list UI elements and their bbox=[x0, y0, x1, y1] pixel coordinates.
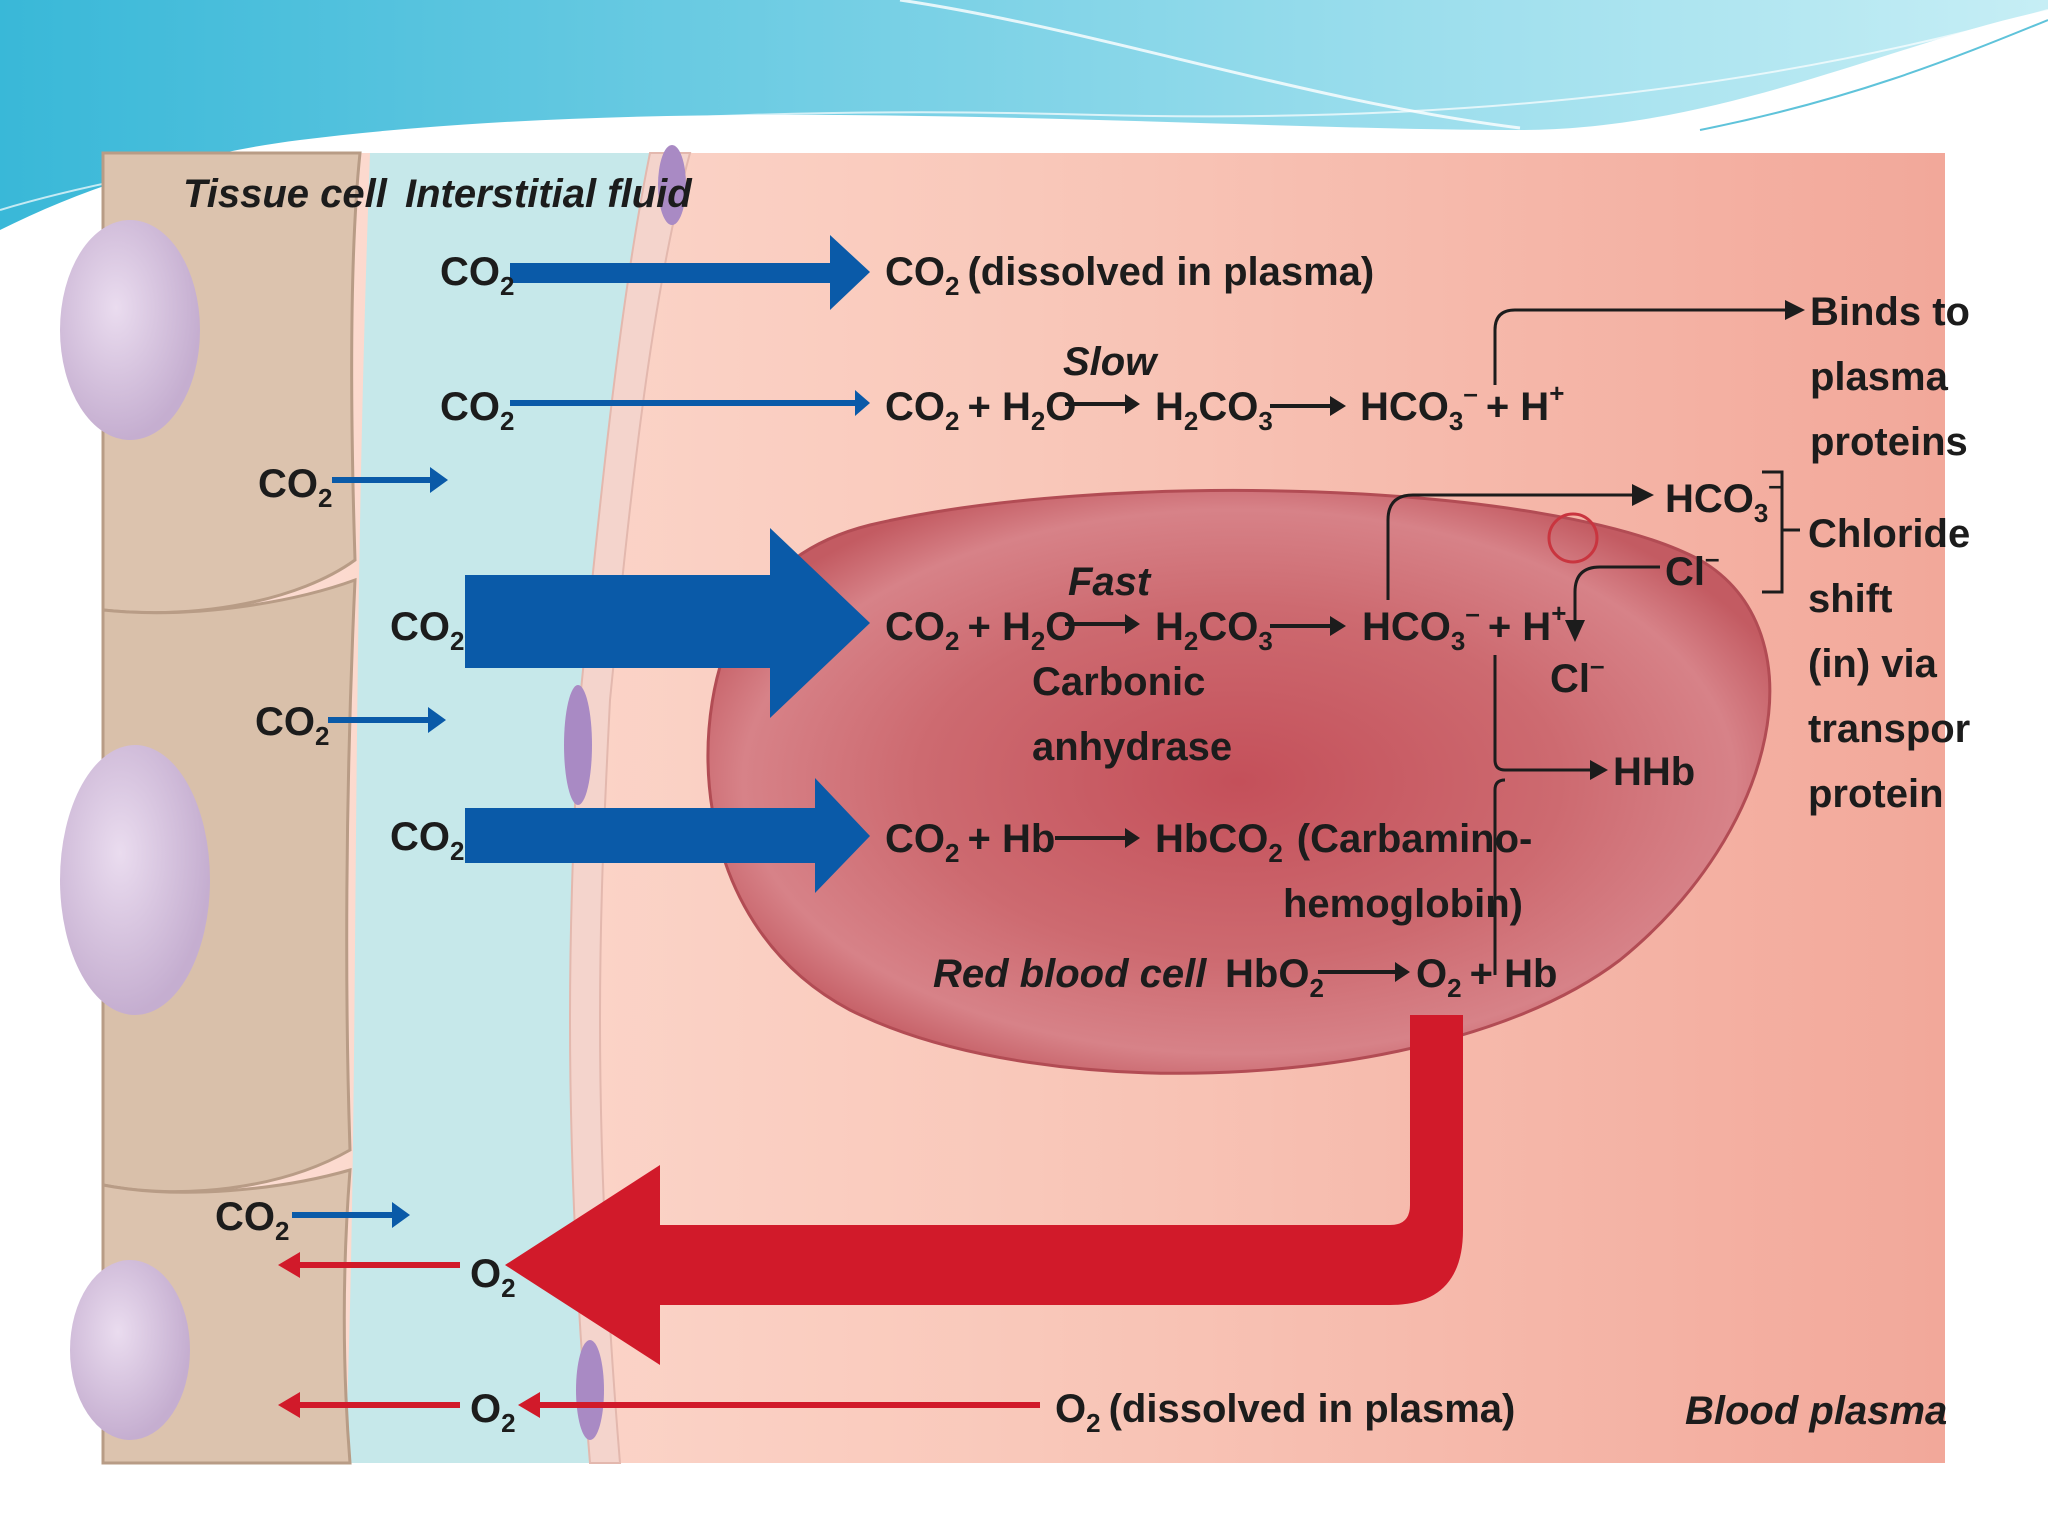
svg-text:O2: O2 bbox=[470, 1252, 516, 1303]
svg-text:Chloride: Chloride bbox=[1808, 512, 1970, 556]
hbo2-reaction: HbO2 O2+ Hb bbox=[1225, 952, 1557, 1003]
o2-arrow-small bbox=[278, 1392, 460, 1418]
svg-text:transpor: transpor bbox=[1808, 707, 1970, 751]
carbonic-anhydrase-2: anhydrase bbox=[1032, 725, 1232, 769]
svg-text:HbO2: HbO2 bbox=[1225, 952, 1324, 1003]
svg-text:H2CO3: H2CO3 bbox=[1155, 385, 1273, 436]
svg-text:HCO3–+ H+: HCO3–+ H+ bbox=[1360, 378, 1564, 436]
red-blood-cell bbox=[706, 489, 1772, 1075]
svg-text:HbCO2(Carbamino-: HbCO2(Carbamino- bbox=[1155, 817, 1532, 868]
fast-label: Fast bbox=[1068, 560, 1152, 604]
tissue-nucleus bbox=[60, 220, 200, 440]
svg-text:hemoglobin): hemoglobin) bbox=[1283, 882, 1523, 926]
co2-label: CO2 bbox=[215, 1195, 289, 1246]
carbamino-reaction: CO2+ Hb HbCO2(Carbamino- hemoglobin) bbox=[885, 817, 1532, 926]
svg-text:Cl–: Cl– bbox=[1665, 543, 1719, 594]
co2-arrow-small bbox=[328, 707, 446, 733]
co2-dissolved-text: CO2(dissolved in plasma) bbox=[885, 250, 1374, 301]
slow-label: Slow bbox=[1063, 340, 1159, 384]
endothelial-nucleus bbox=[576, 1340, 604, 1440]
co2-arrow-small bbox=[292, 1202, 410, 1228]
svg-text:HCO3–+ H+: HCO3–+ H+ bbox=[1362, 598, 1566, 656]
side-notes: Binds to plasma proteins Chloride shift … bbox=[1762, 290, 1970, 816]
o2-labels: O2 O2 O2(dissolved in plasma) bbox=[470, 1252, 1515, 1438]
co2-label: CO2 bbox=[390, 815, 464, 866]
co2-arrow-slow bbox=[510, 390, 870, 416]
svg-text:plasma: plasma bbox=[1810, 355, 1949, 399]
co2-arrow-carbamino bbox=[465, 778, 870, 893]
transport-protein-icon bbox=[1547, 512, 1599, 564]
svg-text:proteins: proteins bbox=[1810, 420, 1968, 464]
tissue-nucleus bbox=[60, 745, 210, 1015]
endothelial-nucleus bbox=[564, 685, 592, 805]
svg-text:CO2+ H2O: CO2+ H2O bbox=[885, 605, 1076, 656]
endothelial-nucleus bbox=[658, 145, 686, 225]
o2-dissolved-text: O2(dissolved in plasma) bbox=[1055, 1387, 1515, 1438]
slow-reaction: CO2+ H2O Slow H2CO3 HCO3–+ H+ bbox=[885, 300, 1805, 436]
region-label-red-blood-cell: Red blood cell bbox=[933, 952, 1207, 996]
svg-text:shift: shift bbox=[1808, 577, 1892, 621]
svg-text:protein: protein bbox=[1808, 772, 1944, 816]
hhb-label: HHb bbox=[1613, 750, 1695, 794]
o2-arrows bbox=[278, 1015, 1463, 1418]
svg-text:CO2+ Hb: CO2+ Hb bbox=[885, 817, 1055, 868]
tissue-cells bbox=[60, 151, 362, 1465]
co2-label: CO2 bbox=[255, 700, 329, 751]
capillary-wall bbox=[569, 152, 692, 1464]
svg-text:O2+ Hb: O2+ Hb bbox=[1416, 952, 1557, 1003]
co2-arrow-dissolved bbox=[510, 235, 870, 310]
svg-text:CO2+ H2O: CO2+ H2O bbox=[885, 385, 1076, 436]
co2-label: CO2 bbox=[440, 250, 514, 301]
co2-label: CO2 bbox=[258, 462, 332, 513]
svg-text:H2CO3: H2CO3 bbox=[1155, 605, 1273, 656]
tissue-nucleus bbox=[70, 1260, 190, 1440]
svg-text:Binds to: Binds to bbox=[1810, 290, 1970, 334]
carbonic-anhydrase-1: Carbonic bbox=[1032, 660, 1205, 704]
svg-text:HCO3–: HCO3– bbox=[1665, 470, 1783, 528]
svg-text:Cl–: Cl– bbox=[1550, 650, 1604, 701]
o2-arrow-dissolved bbox=[518, 1392, 1040, 1418]
region-label-interstitial-fluid: Interstitial fluid bbox=[405, 172, 693, 216]
co2-arrow-fast bbox=[465, 528, 870, 718]
co2-arrow-small bbox=[332, 467, 448, 493]
region-label-tissue-cell: Tissue cell bbox=[183, 172, 388, 216]
fast-reaction: CO2+ H2O Fast H2CO3 HCO3–+ H+ Carbonic a… bbox=[885, 470, 1783, 975]
co2-label: CO2 bbox=[390, 605, 464, 656]
region-label-blood-plasma: Blood plasma bbox=[1685, 1389, 1947, 1433]
co2-labels: CO2 CO2 CO2 CO2 CO2 CO2 CO2 bbox=[215, 250, 514, 1246]
co2-arrows bbox=[292, 235, 870, 1228]
figure bbox=[60, 145, 1945, 1465]
o2-arrow-small bbox=[278, 1252, 460, 1278]
o2-arrow-oxyhemoglobin bbox=[505, 1015, 1463, 1365]
co2-label: CO2 bbox=[440, 385, 514, 436]
svg-text:O2: O2 bbox=[470, 1387, 516, 1438]
svg-text:(in) via: (in) via bbox=[1808, 642, 1938, 686]
